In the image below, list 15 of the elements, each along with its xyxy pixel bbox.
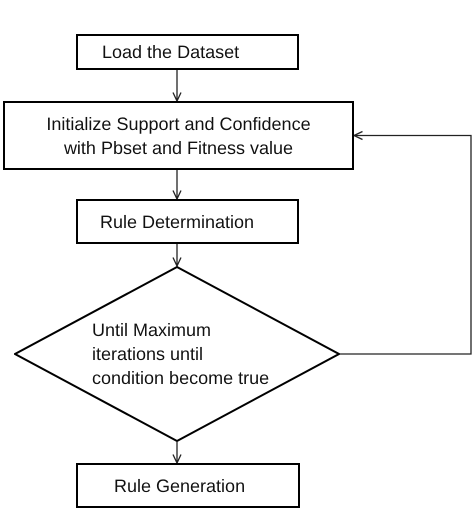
decision-diamond [14, 266, 340, 442]
step-label: Rule Generation [114, 474, 246, 498]
condition-label: Until Maximum iterations until condition become true [92, 319, 270, 390]
arrow [172, 244, 182, 267]
process-box [76, 463, 300, 508]
process-box [3, 101, 354, 170]
process-box [76, 199, 299, 244]
step-label: Rule Determination [100, 210, 254, 234]
arrow [340, 130, 472, 355]
process-box [76, 34, 299, 70]
arrow [172, 442, 182, 464]
arrow [172, 70, 182, 102]
step-label: Load the Dataset [102, 41, 240, 64]
step-label: Initialize Support and Confidence with Pbset and Fitness value [45, 112, 312, 160]
arrow [172, 170, 182, 200]
